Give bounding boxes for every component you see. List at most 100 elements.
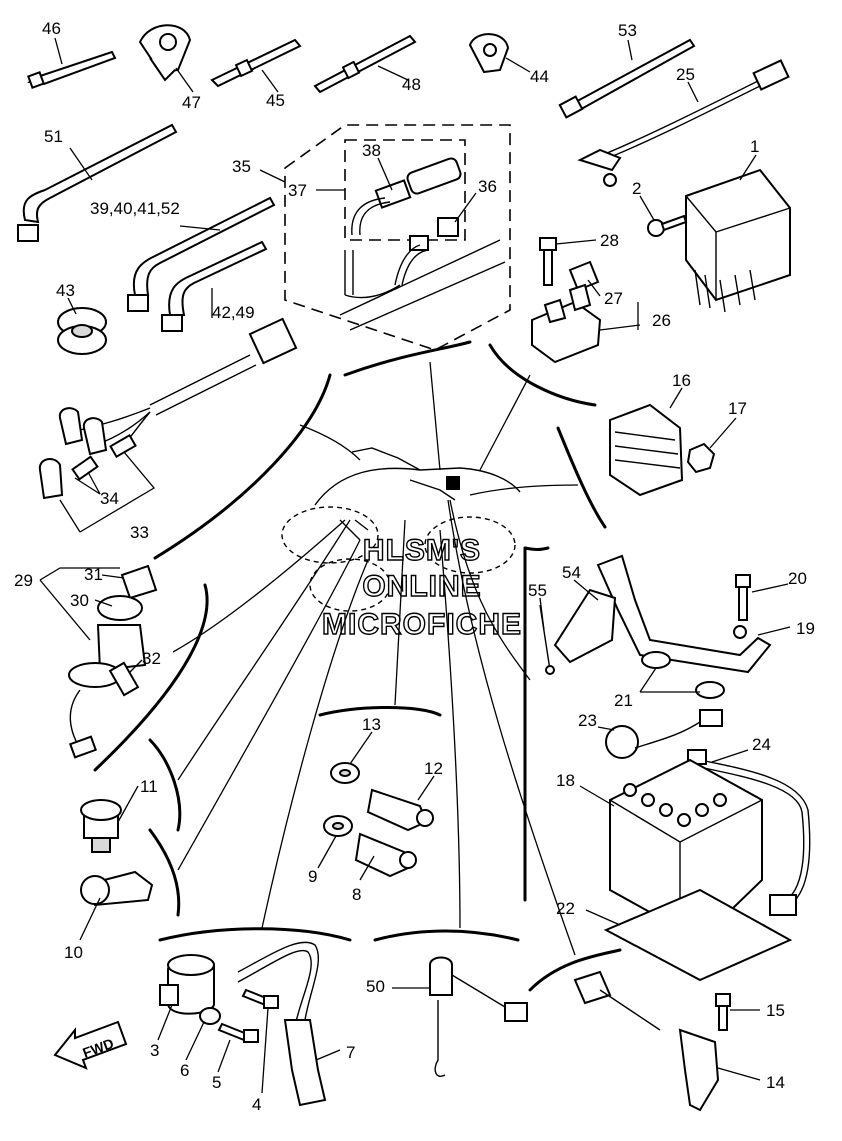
callout-17[interactable]: 17: [728, 399, 747, 418]
callout-45[interactable]: 45: [266, 91, 285, 110]
callout-19[interactable]: 19: [796, 619, 815, 638]
callout-33[interactable]: 33: [130, 523, 149, 542]
callout-4[interactable]: 4: [252, 1095, 261, 1114]
part-11-switch[interactable]: [80, 799, 122, 853]
part-23-cable-cap[interactable]: [605, 709, 723, 759]
fwd-direction-arrow: FWD: [53, 1020, 128, 1070]
callout-34[interactable]: 34: [100, 489, 119, 508]
part-20-bolt[interactable]: [735, 574, 751, 621]
part-47-clamp[interactable]: [138, 24, 192, 82]
part-50-sensor[interactable]: [429, 956, 528, 1077]
callout-1[interactable]: 1: [750, 137, 759, 156]
callout-36[interactable]: 36: [478, 177, 497, 196]
callout-leaders: [39, 37, 791, 1094]
callout-9[interactable]: 9: [308, 867, 317, 886]
part-14-speed-sensor[interactable]: [573, 970, 720, 1112]
part-36-connector[interactable]: [394, 217, 459, 286]
part-44-clamp[interactable]: [468, 33, 510, 74]
part-9-washer[interactable]: [323, 815, 353, 837]
callout-28[interactable]: 28: [600, 231, 619, 250]
part-18-battery[interactable]: [609, 758, 763, 942]
part-15-bolt[interactable]: [715, 993, 731, 1031]
part-10-switch[interactable]: [80, 870, 154, 907]
callout-23[interactable]: 23: [578, 711, 597, 730]
callout-31[interactable]: 31: [84, 565, 103, 584]
part-19-battery-bracket[interactable]: [596, 554, 772, 674]
callout-24[interactable]: 24: [752, 735, 771, 754]
callout-21[interactable]: 21: [614, 691, 633, 710]
callout-46[interactable]: 46: [42, 19, 61, 38]
callout-44[interactable]: 44: [530, 67, 549, 86]
callout-13[interactable]: 13: [362, 715, 381, 734]
callout-15[interactable]: 15: [766, 1001, 785, 1020]
callout-18[interactable]: 18: [556, 771, 575, 790]
group-brackets: [93, 340, 622, 992]
part-8-switch[interactable]: [354, 832, 417, 878]
part-13-washer[interactable]: [330, 762, 360, 784]
callout-29[interactable]: 29: [14, 571, 33, 590]
part-34-caps[interactable]: [38, 455, 99, 500]
part-45-cable-tie[interactable]: [210, 38, 302, 88]
part-12-switch[interactable]: [366, 788, 434, 832]
part-33-harness[interactable]: [58, 317, 298, 459]
callout-3[interactable]: 3: [150, 1041, 159, 1060]
group-leaders: [172, 361, 579, 956]
part-26-starter-relay[interactable]: [531, 283, 602, 364]
callout-7[interactable]: 7: [346, 1043, 355, 1062]
part-42-cable-tie[interactable]: [161, 240, 268, 332]
part-6-washer[interactable]: [199, 1007, 221, 1025]
callout-37[interactable]: 37: [288, 181, 307, 200]
callout-22[interactable]: 22: [556, 899, 575, 918]
callout-32[interactable]: 32: [142, 649, 161, 668]
part-2-screw[interactable]: [647, 214, 688, 237]
part-21-damper[interactable]: [641, 651, 725, 699]
part-43-grommet[interactable]: [57, 307, 107, 355]
harness-wires-35: [339, 239, 506, 331]
part-16-rectifier[interactable]: [609, 403, 684, 497]
callout-50[interactable]: 50: [366, 977, 385, 996]
part-4-bolt[interactable]: [241, 988, 279, 1010]
part-48-cable-tie[interactable]: [313, 34, 417, 94]
callout-11[interactable]: 11: [140, 777, 158, 796]
callout-51[interactable]: 51: [44, 127, 63, 146]
part-38-connector[interactable]: [351, 157, 462, 236]
part-29-main-switch[interactable]: [68, 564, 158, 759]
callout-55[interactable]: 55: [528, 581, 547, 600]
part-54-plate[interactable]: [553, 588, 617, 664]
part-46-cable-tie[interactable]: [27, 50, 117, 89]
part-5-bolt[interactable]: [217, 1022, 259, 1044]
part-39-cable-tie[interactable]: [127, 196, 276, 312]
part-22-battery-pad[interactable]: [603, 888, 793, 982]
callout-39-40-41-52[interactable]: 39,40,41,52: [90, 199, 180, 218]
callout-14[interactable]: 14: [766, 1073, 785, 1092]
callout-2[interactable]: 2: [632, 179, 641, 198]
callout-25[interactable]: 25: [676, 65, 695, 84]
callout-27[interactable]: 27: [604, 289, 623, 308]
part-28-bolt[interactable]: [539, 237, 557, 286]
callout-10[interactable]: 10: [64, 943, 83, 962]
part-1-cdi-unit[interactable]: [685, 168, 791, 313]
part-3-ignition-coil[interactable]: [159, 954, 215, 1015]
part-32-key[interactable]: [108, 661, 140, 697]
part-7-plug-cap-wire[interactable]: [237, 941, 327, 1107]
callout-53[interactable]: 53: [618, 21, 637, 40]
callout-20[interactable]: 20: [788, 569, 807, 588]
part-53-cable-tie[interactable]: [558, 38, 696, 119]
callout-5[interactable]: 5: [212, 1073, 221, 1092]
callout-43[interactable]: 43: [56, 281, 75, 300]
callout-42-49[interactable]: 42,49: [212, 303, 255, 322]
callout-54[interactable]: 54: [562, 563, 581, 582]
callout-47[interactable]: 47: [182, 93, 201, 112]
part-51-cable-tie[interactable]: [17, 123, 178, 242]
callout-26[interactable]: 26: [652, 311, 671, 330]
callout-8[interactable]: 8: [352, 885, 361, 904]
callout-6[interactable]: 6: [180, 1061, 189, 1080]
callout-35[interactable]: 35: [232, 157, 251, 176]
callout-16[interactable]: 16: [672, 371, 691, 390]
callout-48[interactable]: 48: [402, 75, 421, 94]
part-25-harness[interactable]: [577, 59, 790, 187]
callout-12[interactable]: 12: [424, 759, 443, 778]
callout-38[interactable]: 38: [362, 141, 381, 160]
part-17-nut[interactable]: [686, 442, 716, 474]
callout-30[interactable]: 30: [70, 591, 89, 610]
